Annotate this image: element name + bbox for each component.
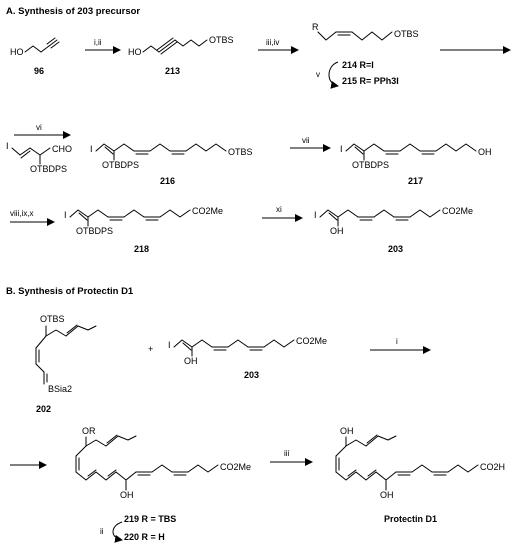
svg-text:CO2Me: CO2Me (192, 206, 223, 216)
condition-i-ii: i,ii (94, 38, 102, 47)
compound-218: I OTBDPS CO2Me 218 (64, 206, 223, 254)
compound-protectin-d1: OH OH CO2H Protectin D1 (335, 426, 505, 524)
compound-219-label: 219 R = TBS (124, 514, 176, 524)
compound-217: I OTBDPS OH 217 (340, 143, 492, 186)
compound-219-220: OR OH CO2Me 219 R = TBS 220 R = H ii (75, 426, 251, 543)
svg-text:OTBS: OTBS (40, 314, 65, 324)
condition-viii-ix-x: viii,ix,x (10, 209, 34, 218)
svg-text:OH: OH (330, 226, 344, 236)
compound-96: HO 96 (10, 37, 60, 76)
svg-text:OH: OH (184, 356, 198, 366)
compound-214-215: R OTBS v 214 R=I 215 R= PPh3I (312, 22, 419, 89)
condition-b-iii: iii (284, 449, 290, 458)
section-b-title: B. Synthesis of Protectin D1 (6, 286, 134, 297)
svg-text:CHO: CHO (52, 144, 72, 154)
section-a-title: A. Synthesis of 203 precursor (6, 6, 140, 17)
svg-text:OH: OH (478, 147, 492, 157)
compound-214-label: 214 R=I (342, 60, 374, 70)
svg-text:I: I (340, 144, 343, 154)
compound-203-b: I OH CO2Me 203 (168, 336, 327, 380)
condition-b-i: i (396, 337, 398, 346)
svg-text:HO: HO (10, 47, 24, 57)
svg-text:OTBDPS: OTBDPS (352, 160, 389, 170)
svg-text:OR: OR (82, 426, 96, 436)
svg-text:I: I (90, 144, 93, 154)
compound-203-b-label: 203 (244, 370, 259, 380)
svg-text:R: R (312, 22, 319, 32)
compound-215-label: 215 R= PPh3I (342, 76, 399, 86)
svg-text:OTBDPS: OTBDPS (76, 226, 113, 236)
protectin-d1-label: Protectin D1 (384, 514, 437, 524)
svg-text:CO2H: CO2H (480, 462, 505, 472)
svg-text:OTBDPS: OTBDPS (102, 160, 139, 170)
compound-220-label: 220 R = H (124, 532, 165, 542)
compound-218-label: 218 (134, 244, 149, 254)
svg-text:OH: OH (120, 490, 134, 500)
svg-text:I: I (64, 210, 67, 220)
compound-96-label: 96 (34, 66, 44, 76)
arrow-v (328, 61, 339, 89)
compound-217-label: 217 (408, 176, 423, 186)
svg-text:CO2Me: CO2Me (296, 336, 327, 346)
compound-203-label: 203 (388, 244, 403, 254)
svg-text:I: I (314, 210, 317, 220)
svg-text:OTBS: OTBS (209, 35, 234, 45)
compound-213-label: 213 (165, 66, 180, 76)
svg-text:OH: OH (380, 490, 394, 500)
svg-text:I: I (6, 141, 9, 151)
compound-aldehyde: I CHO OTBDPS (6, 141, 72, 174)
compound-202-label: 202 (36, 404, 51, 414)
condition-xi: xi (276, 205, 282, 214)
condition-v: v (316, 70, 320, 79)
compound-216: I OTBDPS OTBS 216 (90, 143, 253, 186)
compound-202: OTBS BSia2 202 (35, 314, 97, 414)
svg-text:CO2Me: CO2Me (442, 206, 473, 216)
svg-text:OTBS: OTBS (228, 147, 253, 157)
arrow-b-ii (112, 521, 123, 543)
condition-vi: vi (36, 123, 42, 132)
compound-203: I OH CO2Me 203 (314, 206, 473, 254)
condition-vii: vii (302, 136, 310, 145)
svg-text:OTBS: OTBS (394, 29, 419, 39)
svg-text:I: I (168, 340, 171, 350)
plus-sign: + (148, 344, 153, 354)
condition-iii-iv: iii,iv (266, 38, 279, 47)
svg-text:CO2Me: CO2Me (220, 462, 251, 472)
compound-213: HO OTBS 213 (128, 35, 234, 76)
svg-text:BSia2: BSia2 (48, 384, 72, 394)
svg-text:OH: OH (340, 426, 354, 436)
svg-text:OTBDPS: OTBDPS (30, 164, 67, 174)
condition-b-ii: ii (100, 527, 104, 536)
compound-216-label: 216 (160, 176, 175, 186)
svg-text:HO: HO (128, 47, 142, 57)
